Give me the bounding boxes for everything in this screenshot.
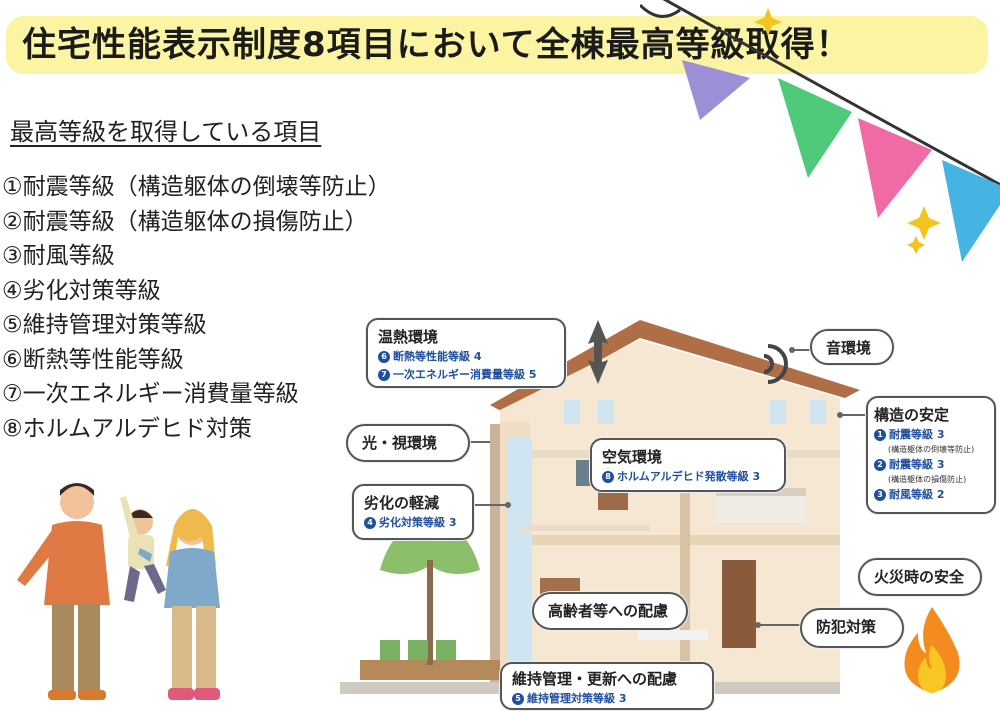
grade-item-list: ①耐震等級（構造躯体の倒壊等防止） ②耐震等級（構造躯体の損傷防止） ③耐風等級… — [2, 170, 391, 446]
bunting-flags-illustration — [640, 0, 1000, 262]
headline-banner: 住宅性能表示制度8項目において全棟最高等級取得！ — [6, 16, 988, 74]
list-item: ③耐風等級 — [2, 243, 115, 269]
callout-crime-prevention: 防犯対策 — [800, 608, 904, 648]
list-item: ⑦一次エネルギー消費量等級 — [2, 381, 299, 407]
sparkle-icon — [907, 206, 941, 240]
list-item: ④劣化対策等級 — [2, 277, 161, 304]
sparkle-icon — [754, 8, 782, 36]
fire-icon — [904, 607, 960, 693]
section-subtitle: 最高等級を取得している項目 — [10, 118, 322, 146]
sound-waves-icon — [763, 344, 788, 384]
list-item: ⑧ホルムアルデヒド対策 — [2, 415, 252, 442]
callout-title: 温熱環境 — [378, 328, 439, 346]
callout-elderly-consideration: 高齢者等への配慮 — [532, 592, 688, 630]
callout-sound-environment: 音環境 — [810, 329, 894, 365]
flag-purple — [682, 60, 750, 120]
list-item: ⑥断熱等性能等級 — [2, 346, 184, 373]
list-item: ①耐震等級（構造躯体の倒壊等防止） — [2, 174, 391, 200]
flag-pink — [858, 118, 932, 218]
list-item: ⑤維持管理対策等級 — [2, 312, 207, 338]
flag-blue — [942, 160, 1000, 262]
headline-text: 住宅性能表示制度8項目において全棟最高等級取得！ — [22, 25, 851, 65]
callout-light-environment: 光・視環境 — [346, 424, 470, 462]
double-arrow-icon — [588, 320, 608, 384]
family-illustration — [17, 483, 220, 700]
flag-green — [778, 78, 852, 178]
list-item: ②耐震等級（構造躯体の損傷防止） — [2, 208, 368, 235]
callout-fire-safety: 火災時の安全 — [858, 558, 982, 596]
sparkle-icon — [907, 236, 925, 254]
